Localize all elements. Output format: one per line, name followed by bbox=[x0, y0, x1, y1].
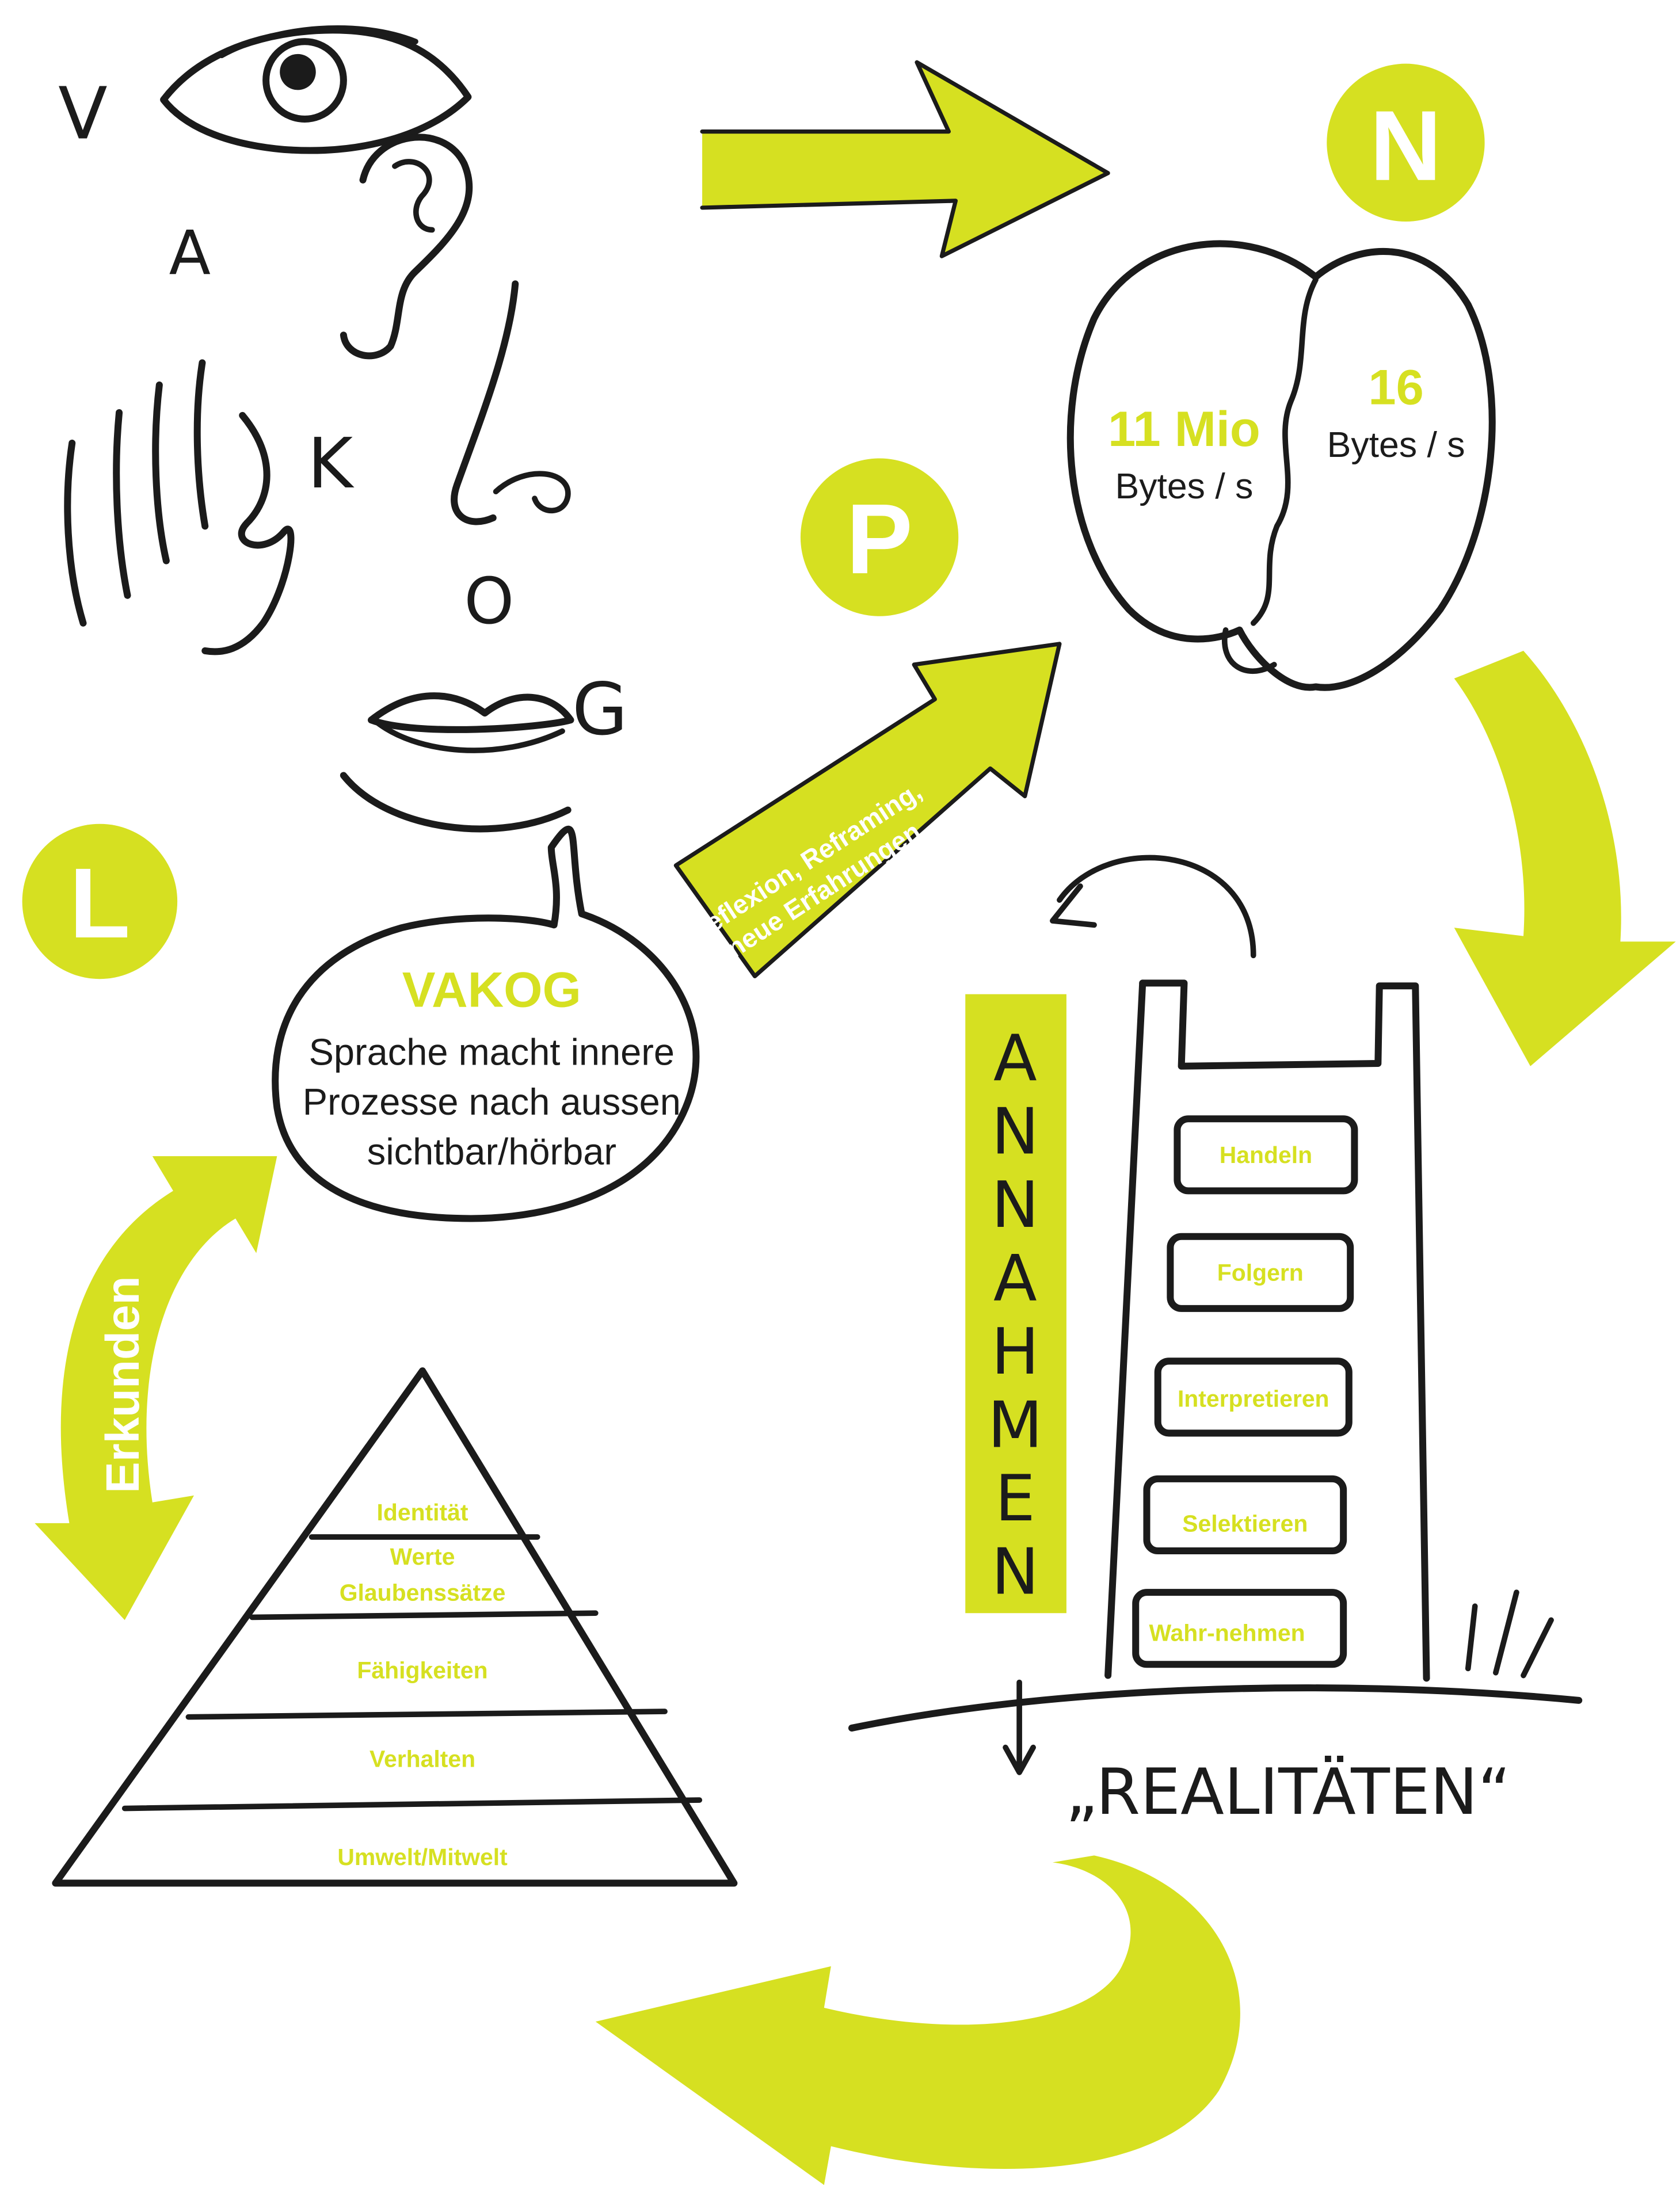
annahmen-letter-4: A bbox=[993, 1241, 1037, 1315]
brain-left-unit: Bytes / s bbox=[1115, 466, 1254, 506]
arrow-right-icon bbox=[1454, 650, 1676, 1066]
speech-bubble bbox=[272, 825, 700, 1222]
annahmen-letter-1: A bbox=[993, 1021, 1037, 1096]
circle-l-badge: L bbox=[22, 823, 178, 979]
brain-left-value: 11 Mio bbox=[1108, 402, 1260, 457]
annahmen-letters: A N N A H M E N bbox=[988, 1021, 1043, 1610]
bubble-line-2: Prozesse nach aussen bbox=[303, 1081, 681, 1123]
arrow-bottom-icon bbox=[595, 1855, 1240, 2185]
realitaeten-label: „REALITÄTEN“ bbox=[1065, 1755, 1511, 1829]
ear-icon bbox=[340, 134, 473, 360]
brain-right-value: 16 bbox=[1368, 360, 1423, 415]
bubble-line-3: sichtbar/hörbar bbox=[367, 1131, 616, 1173]
circle-p-badge: P bbox=[800, 458, 959, 616]
ladder-interpretieren: Interpretieren bbox=[1178, 1386, 1329, 1412]
ladder-folgern: Folgern bbox=[1217, 1260, 1304, 1286]
sense-letter-a: A bbox=[169, 218, 211, 288]
sense-letter-g: G bbox=[572, 667, 628, 751]
annahmen-letter-5: H bbox=[991, 1315, 1039, 1389]
pyramid-verhalten: Verhalten bbox=[369, 1745, 475, 1772]
bubble-title: VAKOG bbox=[402, 962, 581, 1017]
sense-letter-v: V bbox=[58, 72, 108, 156]
ladder-handeln: Handeln bbox=[1220, 1142, 1312, 1168]
hand-icon bbox=[64, 359, 295, 655]
brain-right-unit: Bytes / s bbox=[1327, 425, 1465, 465]
ladder-selektieren: Selektieren bbox=[1182, 1510, 1308, 1536]
circle-n-label: N bbox=[1370, 90, 1442, 201]
ladder-wahrnehmen: Wahr-nehmen bbox=[1149, 1619, 1305, 1646]
arrow-top-icon bbox=[702, 62, 1108, 257]
erkunden-arrow-icon bbox=[35, 1156, 277, 1620]
sense-letter-k: K bbox=[307, 424, 355, 504]
annahmen-letter-2: N bbox=[991, 1095, 1039, 1169]
ladder-icon bbox=[848, 855, 1583, 1775]
annahmen-letter-3: N bbox=[991, 1168, 1039, 1242]
circle-l-label: L bbox=[69, 847, 130, 959]
mouth-icon bbox=[340, 692, 574, 833]
brain-icon bbox=[1066, 240, 1496, 691]
pyramid-glaubenssaetze: Glaubenssätze bbox=[340, 1580, 506, 1606]
pyramid-faehigkeiten: Fähigkeiten bbox=[357, 1657, 487, 1683]
pyramid-icon bbox=[52, 1367, 738, 1887]
eye-icon bbox=[160, 25, 472, 154]
annahmen-letter-7: E bbox=[995, 1462, 1035, 1536]
circle-p-label: P bbox=[846, 483, 913, 594]
annahmen-bar bbox=[965, 994, 1066, 1614]
annahmen-letter-8: N bbox=[991, 1535, 1039, 1610]
circle-n-badge: N bbox=[1327, 63, 1485, 222]
pyramid-werte: Werte bbox=[390, 1543, 455, 1570]
nose-icon bbox=[451, 280, 571, 525]
pyramid-identitaet: Identität bbox=[377, 1499, 468, 1526]
sense-letter-o: O bbox=[464, 565, 514, 639]
annahmen-letter-6: M bbox=[988, 1388, 1043, 1462]
erkunden-label: Erkunden bbox=[97, 1276, 149, 1493]
bubble-line-1: Sprache macht innere bbox=[309, 1031, 675, 1073]
pyramid-umwelt: Umwelt/Mitwelt bbox=[337, 1844, 508, 1870]
reflexion-arrow: Reflexion, Reframing, neue Erfahrungen bbox=[673, 642, 1062, 978]
